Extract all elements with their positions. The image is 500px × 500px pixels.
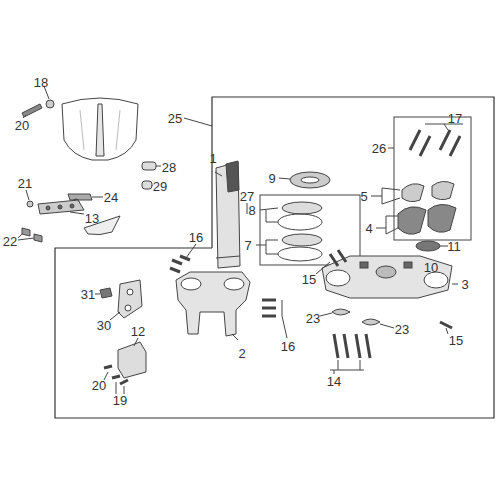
callout-number: 7 [244, 239, 251, 252]
callout-number: 18 [34, 76, 48, 89]
callout-number: 15 [449, 334, 463, 347]
callout-number: 22 [3, 235, 17, 248]
callout-number: 10 [424, 261, 438, 274]
callout-number: 20 [15, 119, 29, 132]
callout-number: 25 [168, 112, 182, 125]
callout-number: 21 [18, 177, 32, 190]
callout-number: 14 [327, 375, 341, 388]
callout-number: 27 [240, 190, 254, 203]
callout-number: 3 [461, 278, 468, 291]
callout-number: 23 [306, 312, 320, 325]
callout-number: 19 [113, 394, 127, 407]
callout-number: 9 [268, 172, 275, 185]
callout-number: 13 [85, 212, 99, 225]
callout-number: 24 [104, 191, 118, 204]
callout-number: 20 [92, 379, 106, 392]
callout-number: 31 [81, 288, 95, 301]
callout-number: 23 [395, 323, 409, 336]
callout-number: 5 [360, 190, 367, 203]
callout-number: 29 [153, 180, 167, 193]
callout-number: 2 [238, 347, 245, 360]
callout-number: 15 [302, 273, 316, 286]
callout-number: 30 [97, 319, 111, 332]
callout-number: 4 [365, 222, 372, 235]
callout-number: 11 [447, 240, 461, 253]
callout-number: 26 [372, 142, 386, 155]
callout-number: 12 [131, 325, 145, 338]
callout-number: 16 [281, 340, 295, 353]
callout-number: 1 [209, 152, 216, 165]
callout-number: 8 [248, 204, 255, 217]
callout-number: 17 [448, 112, 462, 125]
callout-number: 28 [162, 161, 176, 174]
callout-number: 16 [189, 231, 203, 244]
